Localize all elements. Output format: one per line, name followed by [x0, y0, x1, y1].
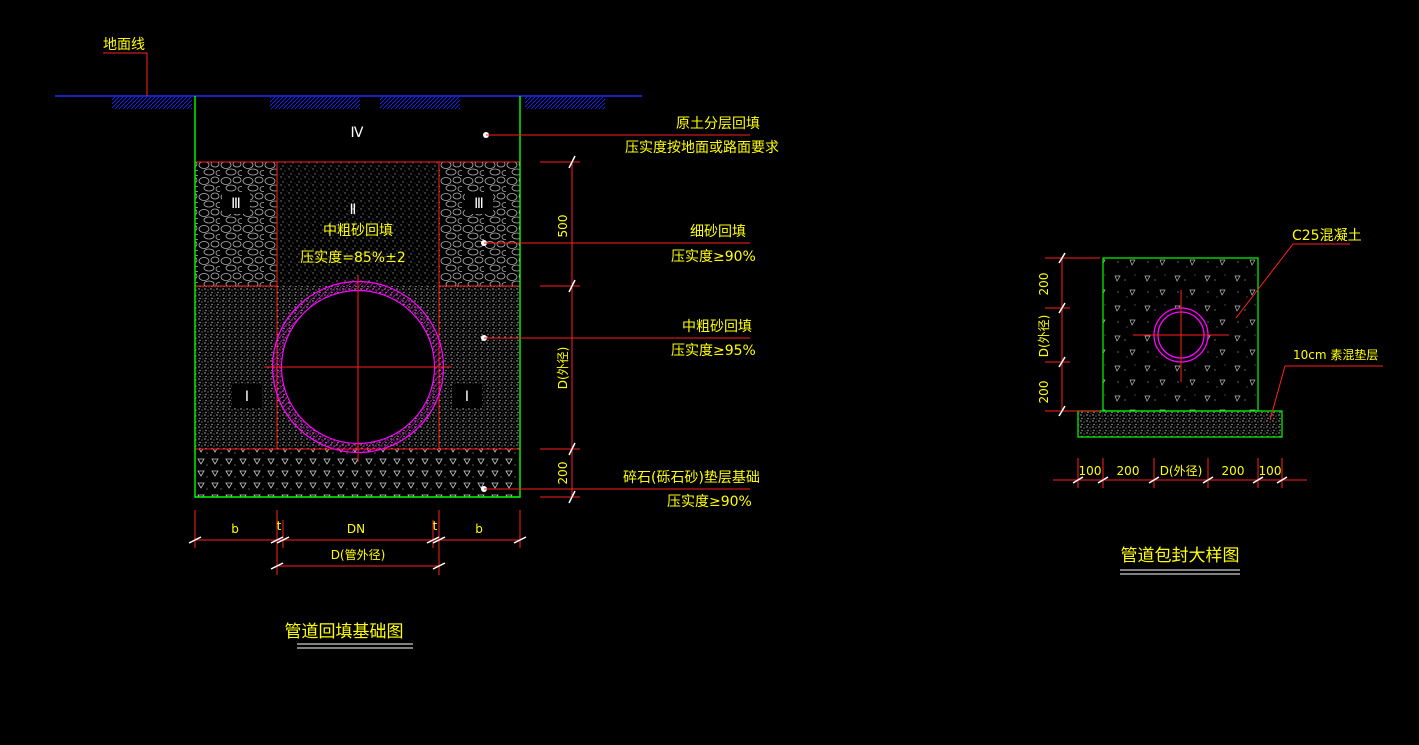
hdim-t-right: t	[433, 519, 438, 533]
zone1-right-label-bg	[452, 384, 482, 408]
enc-hdim-1: 200	[1117, 464, 1140, 478]
encasement-horizontal-dims	[1053, 458, 1307, 488]
vertical-dimension-chain	[540, 155, 580, 504]
center-note-1: 中粗砂回填	[323, 223, 393, 239]
enc-hdim-tick-1	[1072, 476, 1084, 484]
encasement-diagram: C25混凝土 10cm 素混垫层 200 D(外径) 200	[1037, 228, 1383, 575]
callout-leaders	[481, 132, 750, 492]
zone3-right-label: Ⅲ	[474, 196, 484, 212]
cushion-layer	[1077, 410, 1283, 438]
zone3-right-fill	[439, 162, 520, 286]
hdim-tick-5	[432, 536, 446, 544]
hdim-tick-4	[426, 536, 440, 544]
cushion-leader	[1269, 365, 1383, 421]
enc-vdim-tick-1	[1058, 252, 1066, 264]
zone4-label-bg	[340, 122, 374, 142]
vdim-tick-top	[568, 155, 576, 169]
hdim-tick-7	[270, 562, 284, 570]
vdim-pipe-label: D(外径)	[556, 347, 570, 390]
ground-hatch-left	[112, 97, 192, 109]
callout-1-line1: 原土分层回填	[676, 116, 760, 132]
ground-line-label: 地面线	[103, 37, 145, 53]
zone3-left-fill	[195, 162, 277, 286]
enc-vdim-tick-4	[1058, 405, 1066, 417]
enc-hdim-3: 200	[1222, 464, 1245, 478]
backfill-title: 管道回填基础图	[285, 622, 404, 642]
zone2-fill	[277, 162, 439, 286]
callout-4-line1: 碎石(砾石砂)垫层基础	[623, 469, 760, 486]
encasement-vertical-dims	[1045, 252, 1100, 417]
callout-2-line2: 压实度≥90%	[671, 249, 756, 265]
zone3-left-label-bg	[222, 192, 250, 214]
enc-hdim-tick-6	[1276, 476, 1288, 484]
enc-hdim-tick-4	[1202, 476, 1214, 484]
concrete-leader	[1235, 243, 1350, 319]
zone3-left-label: Ⅲ	[231, 196, 241, 212]
hdim-tick-2	[270, 536, 284, 544]
zone4-label: Ⅳ	[351, 125, 364, 141]
enc-vdim-tick-2	[1058, 302, 1066, 314]
cushion-label: 10cm 素混垫层	[1293, 347, 1378, 362]
concrete-label: C25混凝土	[1292, 228, 1362, 244]
callout-1-line2: 压实度按地面或路面要求	[625, 140, 779, 156]
horizontal-dimension-chain	[188, 510, 527, 575]
vdim-tick-mid2	[568, 442, 576, 456]
enc-vdim-bot200: 200	[1037, 381, 1051, 404]
zone1-left-label-bg	[232, 384, 262, 408]
enc-vdim-tick-3	[1058, 356, 1066, 368]
hdim-tick-8	[432, 562, 446, 570]
enc-hdim-4: 100	[1259, 464, 1282, 478]
callout-2-line1: 细砂回填	[690, 224, 746, 240]
vdim-500-label: 500	[556, 215, 570, 238]
vdim-tick-mid1	[568, 279, 576, 293]
enc-vdim-top200: 200	[1037, 273, 1051, 296]
hdim-b-right: b	[475, 522, 483, 536]
encasement-title: 管道包封大样图	[1121, 546, 1240, 566]
callout-3-line2: 压实度≥95%	[671, 343, 756, 359]
hdim-d-outer: D(管外径)	[331, 547, 386, 562]
enc-hdim-tick-5	[1252, 476, 1264, 484]
callout-4-line2: 压实度≥90%	[667, 494, 752, 510]
enc-hdim-0: 100	[1079, 464, 1102, 478]
vdim-200-label: 200	[556, 462, 570, 485]
callout-3-line1: 中粗砂回填	[682, 319, 752, 335]
hdim-tick-1	[188, 536, 202, 544]
ground-hatch-mid1	[270, 97, 360, 109]
enc-hdim-2: D(外径)	[1160, 464, 1203, 478]
zone1-right-label: Ⅰ	[465, 389, 469, 405]
enc-hdim-tick-3	[1148, 476, 1160, 484]
zone3-right-label-bg	[465, 192, 493, 214]
ground-hatch-mid2	[380, 97, 460, 109]
zone2-label: Ⅱ	[350, 202, 357, 218]
hdim-t-left: t	[277, 519, 282, 533]
enc-hdim-tick-2	[1097, 476, 1109, 484]
enc-vdim-pipe: D(外径)	[1037, 315, 1051, 358]
hdim-dn: DN	[347, 522, 365, 536]
zone1-left-label: Ⅰ	[245, 389, 249, 405]
ground-line-leader	[103, 52, 148, 96]
backfill-diagram: 地面线 Ⅳ Ⅲ Ⅲ Ⅱ 中粗砂回填 压实度=85%±2 Ⅰ	[55, 37, 779, 649]
hdim-tick-6	[513, 536, 527, 544]
center-note-2: 压实度=85%±2	[300, 250, 406, 266]
ground-hatch-right	[525, 97, 605, 109]
hdim-tick-3	[276, 536, 290, 544]
hdim-b-left: b	[231, 522, 239, 536]
trench-outline	[194, 96, 521, 498]
vdim-tick-bot	[568, 490, 576, 504]
